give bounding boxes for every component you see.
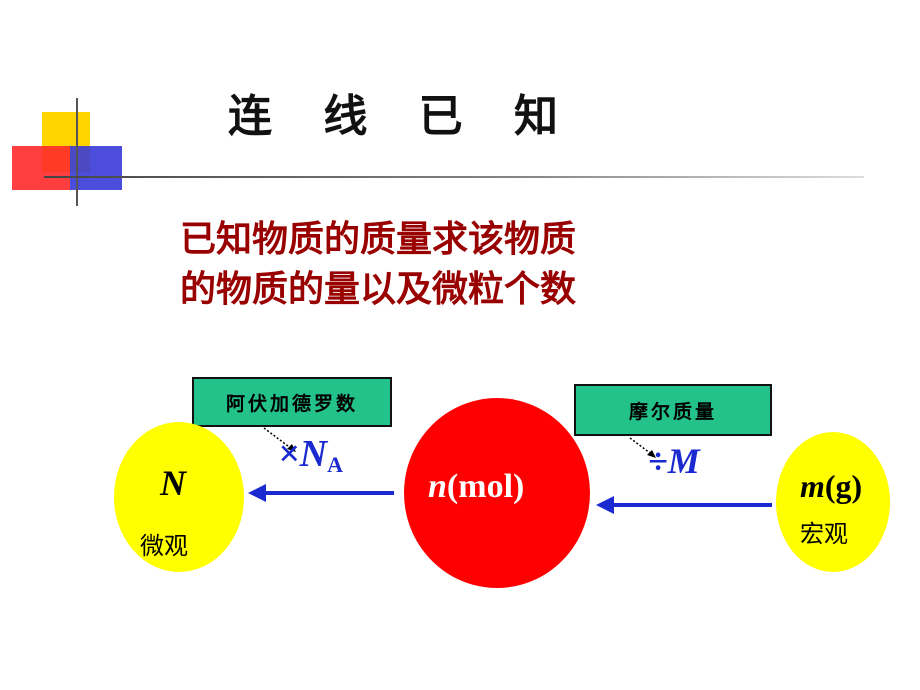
divide-m-text: ÷M [648,441,700,481]
particle-count-node [114,422,244,572]
multiply-avogadro-operation: ×NA [278,432,343,478]
na-subscript: A [327,452,343,477]
divide-molar-mass-operation: ÷M [648,440,700,482]
multiply-na-text: ×N [278,433,328,475]
mole-label: n(mol) [428,468,524,506]
arrow-head-center [596,496,614,514]
mass-symbol: m [800,468,825,504]
question-text: 已知物质的质量求该物质 的物质的量以及微粒个数 [180,215,740,315]
particle-count-symbol: N [160,463,186,503]
micro-caption: 微观 [140,532,188,560]
logo-red-block [12,146,70,190]
question-line-1: 已知物质的质量求该物质 [180,219,577,260]
mole-symbol: n [428,468,447,505]
mass-unit: (g) [824,468,863,504]
logo-blue-block [70,146,122,190]
molar-mass-box: 摩尔质量 [574,384,772,436]
avogadro-number-box: 阿伏加德罗数 [192,377,392,427]
logo-vertical-line [76,98,78,206]
mass-node [776,432,890,572]
question-line-2: 的物质的量以及微粒个数 [180,269,577,310]
mole-node [404,398,590,588]
pointer-head-m [647,450,656,458]
macro-caption: 宏观 [800,520,848,548]
arrow-head-left [248,484,266,502]
mole-unit: (mol) [446,468,525,505]
pointer-head-na [287,444,296,452]
mass-label: m(g) [800,468,862,505]
slide-title: 连 线 已 知 [228,91,576,142]
title-underline [44,176,864,178]
